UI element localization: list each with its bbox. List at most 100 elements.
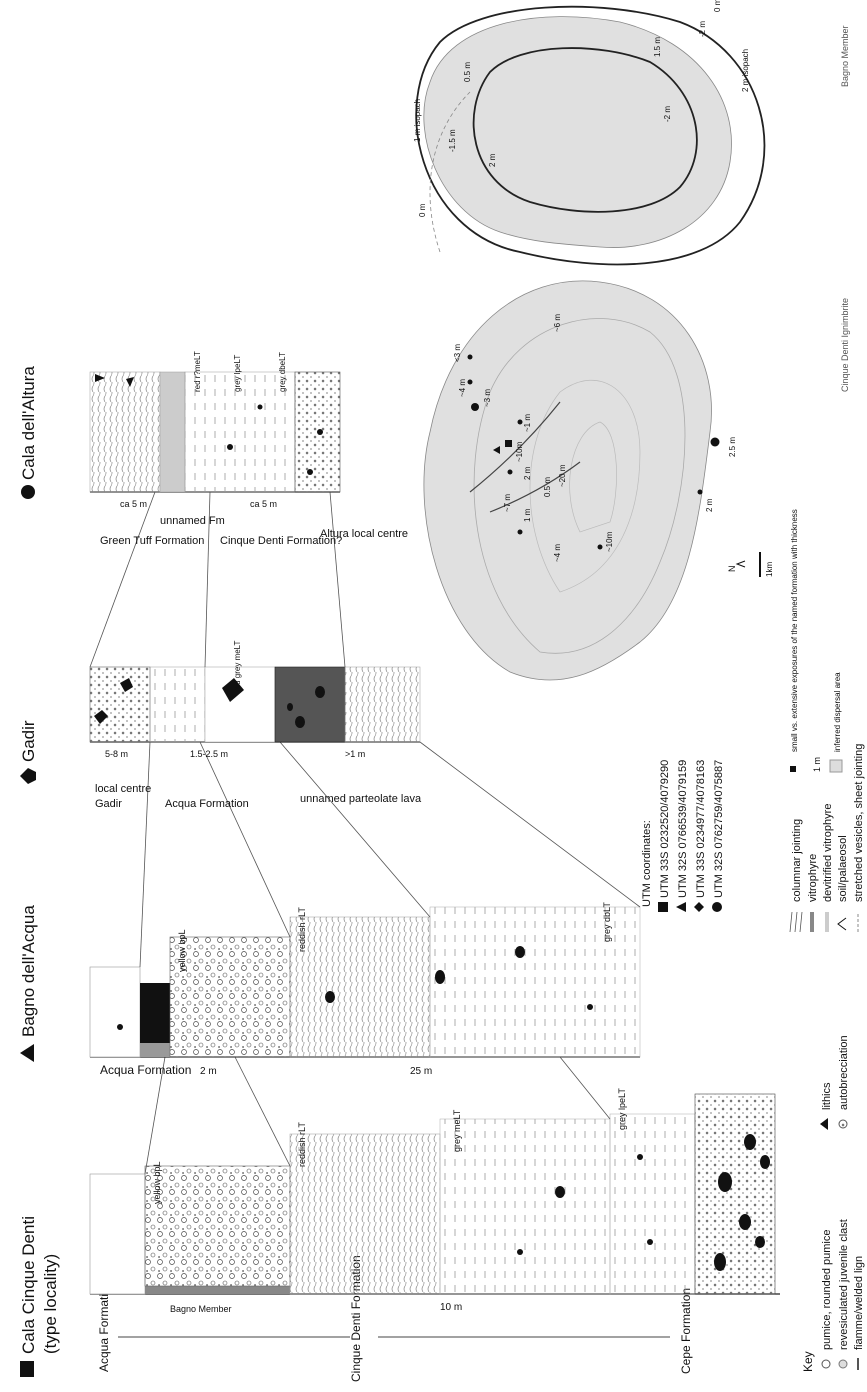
layer-top	[89, 966, 141, 1058]
lithic-clasts	[117, 946, 593, 1030]
map-bagno-member: 0 m 0 m 1 m isopach 2 m isopach -1.5 m -…	[413, 0, 850, 266]
key-item: fiamme/welded lign	[853, 1256, 865, 1350]
legend-key: Key pumice, rounded pumice revesiculated…	[789, 509, 865, 1372]
correlation-lines	[139, 741, 641, 968]
layer-soil	[140, 983, 170, 1043]
column-title: Cala dell'Altura	[19, 366, 38, 480]
key-item: autobrecciation	[838, 1035, 850, 1110]
column-subtitle: (type locality)	[41, 1254, 60, 1354]
map-cinque-denti-ignimbrite: ~4 m <3 m ~3 m ~1 m ~10m 2 m 0.5 m ~7 m …	[423, 280, 850, 681]
lithic-clasts	[517, 1134, 770, 1271]
circle-symbol-icon	[21, 485, 35, 499]
layer-grey-lpelt	[609, 1113, 696, 1295]
pentagon-symbol-icon	[20, 768, 36, 784]
formation-label: Acqua Formation	[100, 1063, 191, 1077]
map-label: ~20 m	[558, 464, 567, 487]
column-title: Cala Cinque Denti	[19, 1216, 38, 1354]
layer-lithic-breccia	[89, 666, 151, 743]
map-label: ~4 m	[553, 544, 562, 562]
triangle-symbol-icon	[20, 1044, 34, 1062]
map-caption: Bagno Member	[840, 25, 850, 87]
thickness-label: ca 5 m	[250, 499, 277, 509]
layer-vitrophyre	[145, 1286, 290, 1294]
map-label: 0 m	[418, 203, 427, 217]
layer-yellow-bpl	[144, 1165, 291, 1287]
triangle-symbol-icon	[676, 902, 686, 912]
column-cinque-denti: Cala Cinque Denti (type locality) Acqua …	[19, 1088, 780, 1382]
map-label: -2 m	[663, 106, 672, 122]
scale-label: 1km	[765, 562, 774, 577]
map-label: ~10m	[515, 441, 524, 462]
column-cala-altura: Cala dell'Altura Green Tuff Formation un…	[19, 351, 408, 547]
formation-label-cepe: Cepe Formation	[679, 1288, 693, 1374]
utm-coordinates: UTM coordinates: UTM 33S 0232520/4079290…	[641, 760, 725, 912]
locality-markers	[467, 354, 720, 550]
exposure-line	[429, 91, 471, 253]
formation-label: unnamed Fm	[160, 515, 225, 527]
layer-tuff	[149, 666, 206, 743]
formation-label: Cinque Denti Formation?	[220, 535, 342, 547]
map-label: -2 m	[698, 21, 707, 37]
key-item: stretched vesicles, sheet jointing	[853, 744, 865, 902]
map-label: ~6 m	[553, 314, 562, 332]
thickness-label: 5-8 m	[105, 749, 128, 759]
map-label: ~3 m	[483, 389, 492, 407]
layer-top	[89, 1173, 146, 1295]
correlation-lines	[89, 491, 346, 668]
key-item: pumice, rounded pumice	[821, 1230, 833, 1350]
thickness-label: 10 m	[440, 1302, 462, 1313]
column-title: Gadir	[19, 720, 38, 762]
map-label: 0.5 m	[543, 477, 552, 497]
thickness-label: 2 m	[200, 1066, 217, 1077]
exposure-line	[469, 401, 561, 493]
map-label: 2 m	[705, 498, 714, 512]
key-item: vitrophyre	[807, 854, 819, 902]
map-label: ~7 m	[503, 494, 512, 512]
juvenile-clast-icon	[838, 1359, 848, 1369]
exposure-symbol-icon	[790, 766, 796, 772]
layer-grey-dblt	[429, 906, 641, 1058]
unit-label: yellow bpL	[177, 929, 187, 972]
soil-icon	[837, 917, 847, 931]
unit-label: reddish rLT	[297, 1122, 307, 1167]
thickness-label: 25 m	[410, 1066, 432, 1077]
dispersal-area-icon	[829, 759, 843, 773]
column-title: Bagno dell'Acqua	[19, 905, 38, 1037]
lithics-icon	[820, 1118, 828, 1130]
inferred-dispersal-area	[423, 280, 712, 681]
devitrified-vitrophyre-icon	[825, 912, 829, 932]
map-label: 2.5 m	[728, 437, 737, 457]
topographic-contour	[569, 421, 617, 533]
inferred-dispersal-area	[423, 16, 732, 248]
map-label: ~1 m	[523, 414, 532, 432]
layer-autobreccia	[694, 1093, 776, 1295]
formation-label: Acqua Formation	[165, 798, 249, 810]
map-label: 2 m	[523, 466, 532, 480]
isopach-2m	[472, 47, 698, 213]
unit-label: grey lpeLT	[233, 355, 242, 392]
square-symbol-icon	[658, 902, 668, 912]
lithic-clasts	[94, 678, 325, 728]
key-map-item: small vs. extensive exposures of the nam…	[790, 509, 799, 752]
layer-unnamed	[159, 371, 186, 493]
map-label: ~10m	[605, 531, 614, 552]
key-item: columnar jointing	[791, 819, 803, 902]
layer-green-tuff	[89, 371, 161, 493]
map-label: ~4 m	[458, 379, 467, 397]
correlation-lines	[144, 1056, 611, 1175]
north-arrow-label: N	[727, 566, 737, 573]
pumice-icon	[821, 1359, 831, 1369]
layer-grey-melt	[439, 1118, 611, 1295]
north-arrow-icon	[735, 560, 746, 568]
formation-label: local centre	[95, 783, 151, 795]
vitrophyre-icon	[810, 912, 814, 932]
map-label: 2 m	[488, 153, 497, 167]
layer-autobreccia-dark	[274, 666, 346, 743]
map-label: 0.5 m	[463, 62, 472, 82]
layer-reddish-rlt	[289, 1133, 441, 1295]
utm-row: UTM 33S 0232520/4079290	[659, 760, 671, 898]
thickness-label: >1 m	[345, 749, 365, 759]
unit-label: grey meLT	[452, 1109, 462, 1152]
